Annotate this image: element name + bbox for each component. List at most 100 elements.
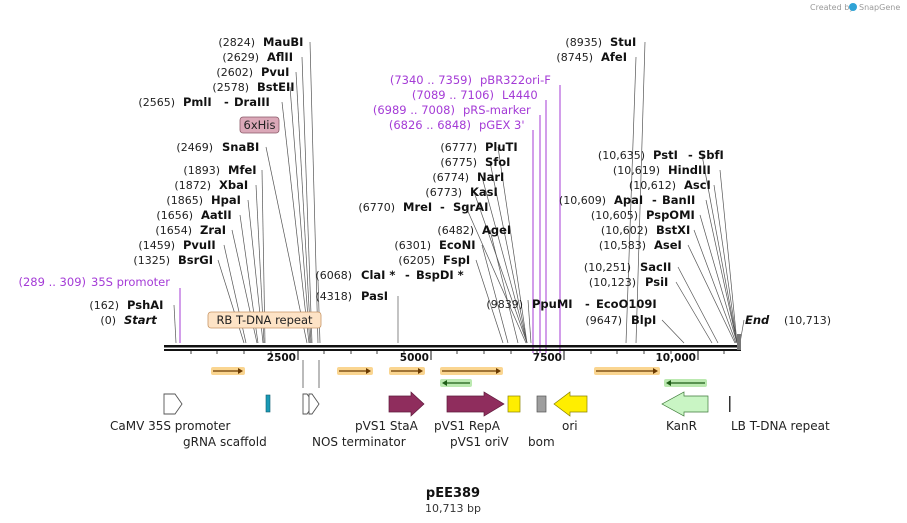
- ruler-label-2500: 2500: [267, 352, 296, 364]
- site-label-hpaI: (1865) HpaI: [166, 193, 240, 207]
- site-name: MfeI: [228, 163, 257, 177]
- site-name: XbaI: [219, 178, 248, 192]
- plasmid-length: 10,713 bp: [425, 502, 481, 515]
- site-name: PvuII: [183, 238, 216, 252]
- primer-label-pgex: (6826 .. 6848) pGEX 3': [389, 118, 525, 132]
- rb-repeat-feature: RB T-DNA repeat: [207, 311, 322, 329]
- site-position: (1865): [166, 194, 203, 207]
- site-name-2: EcoO109I: [596, 297, 657, 311]
- site-separator: -: [405, 268, 410, 282]
- site-position: (1872): [174, 179, 211, 192]
- feature-label-ori: ori: [562, 419, 578, 433]
- feature-label-nos: NOS terminator: [312, 435, 406, 449]
- lb-t-dna-repeat-shape: [729, 396, 731, 412]
- snapgene-logo-icon: [849, 3, 857, 11]
- site-name-2: DraIII: [234, 95, 270, 109]
- site-name: BlpI: [631, 313, 656, 327]
- kanr-arrow: [661, 391, 709, 417]
- site-name: BstEII: [257, 80, 295, 94]
- primer-label-35s: (289 .. 309) 35S promoter: [19, 275, 171, 289]
- site-label-ageI: (6482) AgeI: [437, 223, 511, 237]
- site-label-aflII: (2629) AflII: [222, 50, 293, 64]
- feature-shapes: [163, 360, 731, 417]
- site-label-sacII: (10,251) SacII: [584, 260, 672, 274]
- end-position: (10,713): [784, 314, 831, 327]
- site-position: (10,612): [629, 179, 676, 192]
- orf-arrow-forward: [440, 367, 503, 375]
- orf-arrow-reverse: [440, 379, 472, 387]
- ruler-label-7500: 7500: [533, 352, 562, 364]
- site-name: MreI: [403, 200, 432, 214]
- ruler-label-5000: 5000: [400, 352, 429, 364]
- site-separator: -: [688, 148, 693, 162]
- orf-arrow-forward: [337, 367, 373, 375]
- site-position: (1325): [133, 254, 170, 267]
- site-position: (6775): [440, 156, 477, 169]
- site-name: PasI: [361, 289, 388, 303]
- credit-brand: SnapGene: [859, 3, 900, 12]
- site-position: (6205): [398, 254, 435, 267]
- backbone-end-cap: [737, 334, 741, 350]
- his-tag-label: 6xHis: [244, 118, 276, 132]
- site-name: PstI: [653, 148, 678, 162]
- site-label-mreI: (6770) MreI - SgrAI: [358, 200, 488, 214]
- start-position: (0): [100, 314, 116, 327]
- site-name: NarI: [477, 170, 504, 184]
- site-label-stuI: (8935) StuI: [565, 35, 636, 49]
- site-label-apaI: (10,609) ApaI - BanII: [559, 193, 695, 207]
- site-separator: -: [652, 193, 657, 207]
- site-position: (162): [89, 299, 119, 312]
- site-name: PvuI: [261, 65, 289, 79]
- site-position: (8935): [565, 36, 602, 49]
- site-name: EcoNI: [439, 238, 475, 252]
- site-name: AgeI: [482, 223, 511, 237]
- site-name-2: BanII: [662, 193, 695, 207]
- pvs1-oriv-shape: [507, 395, 521, 413]
- site-label-pspOMI: (10,605) PspOMI: [591, 208, 695, 222]
- rb-repeat-label: RB T-DNA repeat: [216, 313, 313, 327]
- pvs1-staa-arrow: [388, 391, 425, 417]
- primer-name: pRS-marker: [463, 103, 531, 117]
- site-label-mfeI: (1893) MfeI: [183, 163, 256, 177]
- site-label-aseI: (10,583) AseI: [599, 238, 682, 252]
- site-name-2: SbfI: [698, 148, 724, 162]
- site-position: (2565): [138, 96, 175, 109]
- orf-arrow-reverse: [664, 379, 707, 387]
- ruler-major-ticks: [297, 351, 699, 360]
- site-position: (10,251): [584, 261, 631, 274]
- site-name: ClaI *: [361, 268, 395, 282]
- site-label-bstEII: (2578) BstEII: [212, 80, 294, 94]
- site-label-snaBI: (2469) SnaBI: [176, 140, 259, 154]
- site-position: (2469): [176, 141, 213, 154]
- orf-arrow-forward: [389, 367, 425, 375]
- site-name: SnaBI: [222, 140, 259, 154]
- primer-name: pBR322ori-F: [480, 73, 551, 87]
- ruler-minor-ticks: [190, 351, 725, 354]
- ori-arrow: [553, 391, 588, 417]
- start-name: Start: [124, 313, 157, 327]
- primer-lines: [179, 85, 561, 353]
- site-name: PspOMI: [646, 208, 695, 222]
- his-tag-feature: 6xHis: [239, 116, 280, 134]
- site-name-2: BspDI *: [416, 268, 464, 282]
- feature-label-camv: CaMV 35S promoter: [110, 419, 231, 433]
- site-label-sfoI: (6775) SfoI: [440, 155, 510, 169]
- nos-terminator-shape-b: [308, 393, 320, 415]
- primer-label-pbr322: (7340 .. 7359) pBR322ori-F: [390, 73, 551, 87]
- site-label-pvuII: (1459) PvuII: [138, 238, 215, 252]
- dna-backbone: 2500 5000 7500 10,000: [164, 334, 741, 364]
- site-position: (1893): [183, 164, 220, 177]
- site-position: (9647): [585, 314, 622, 327]
- feature-label-repa: pVS1 RepA: [434, 419, 501, 433]
- site-position: (6068): [315, 269, 352, 282]
- start-label: (0) Start: [100, 313, 157, 327]
- site-label-pmlI: (2565) PmlI - DraIII: [138, 95, 269, 109]
- site-position: (2602): [216, 66, 253, 79]
- site-position: (10,619): [613, 164, 660, 177]
- site-position: (8745): [556, 51, 593, 64]
- site-name: PmlI: [183, 95, 212, 109]
- primer-range: (289 .. 309): [19, 275, 87, 289]
- site-label-narI: (6774) NarI: [432, 170, 504, 184]
- site-name: PsiI: [645, 275, 668, 289]
